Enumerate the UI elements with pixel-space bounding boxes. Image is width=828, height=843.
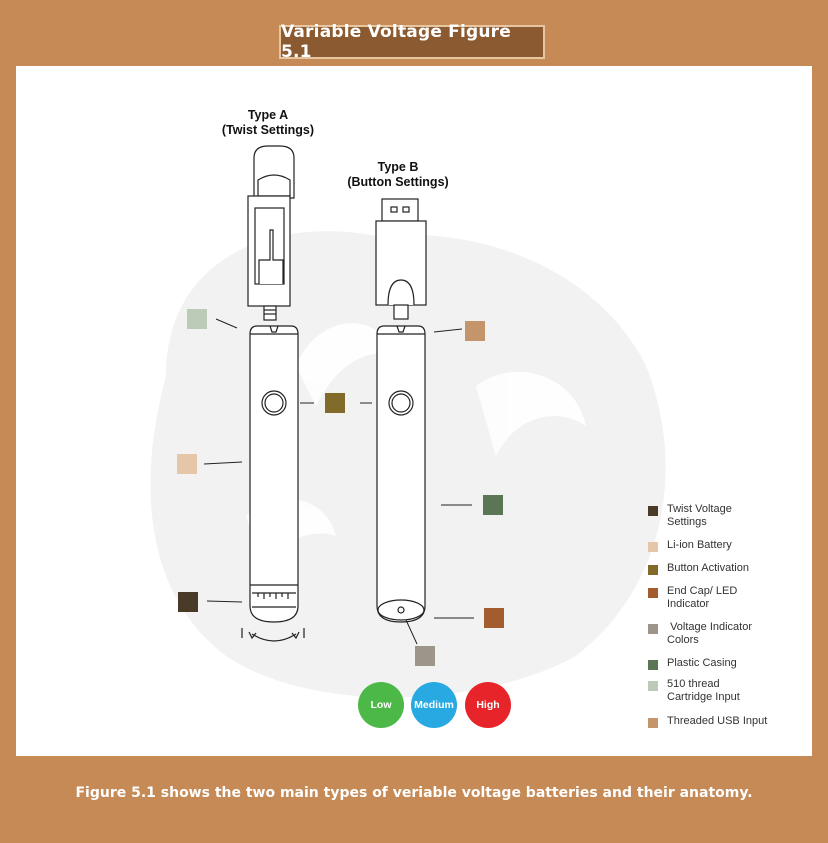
swatch-button-activation xyxy=(325,393,345,413)
legend-swatch xyxy=(648,624,658,634)
legend-item: Threaded USB Input xyxy=(648,715,767,728)
swatch-510-thread xyxy=(187,309,207,329)
swatch-end-cap xyxy=(484,608,504,628)
legend-label: Voltage Indicator Colors xyxy=(667,621,756,646)
voltage-medium-indicator: Medium xyxy=(411,682,457,728)
legend-swatch xyxy=(648,660,658,670)
legend-swatch xyxy=(648,542,658,552)
legend-label: 510 thread Cartridge Input xyxy=(667,678,740,703)
figure-caption: Figure 5.1 shows the two main types of v… xyxy=(75,785,753,801)
voltage-low-indicator: Low xyxy=(358,682,404,728)
legend-label: End Cap/ LED Indicator xyxy=(667,585,738,610)
type-a-battery xyxy=(241,325,305,642)
callout-swatches xyxy=(177,309,504,666)
legend-item: Button Activation xyxy=(648,562,749,575)
callout-lines xyxy=(203,318,474,645)
legend-label: Li-ion Battery xyxy=(667,539,732,551)
legend-swatch xyxy=(648,718,658,728)
legend-item: Twist Voltage Settings xyxy=(648,503,757,529)
swatch-twist-voltage xyxy=(178,592,198,612)
title-banner: Variable Voltage Figure 5.1 xyxy=(279,22,545,62)
legend-item: Plastic Casing xyxy=(648,657,737,670)
type-a-label: Type A (Twist Settings) xyxy=(208,108,328,138)
swatch-threaded-usb xyxy=(465,321,485,341)
legend-item: End Cap/ LED Indicator xyxy=(648,585,752,611)
swatch-plastic-casing xyxy=(483,495,503,515)
legend-swatch xyxy=(648,506,658,516)
legend-label: Button Activation xyxy=(667,562,749,574)
type-a-cartridge xyxy=(247,145,295,321)
legend-label: Threaded USB Input xyxy=(667,715,768,727)
legend-label: Plastic Casing xyxy=(667,657,737,669)
type-b-battery xyxy=(376,325,426,623)
figure-title: Variable Voltage Figure 5.1 xyxy=(281,22,511,62)
legend-swatch xyxy=(648,681,658,691)
type-a-name: Type A xyxy=(247,108,289,122)
type-b-label: Type B (Button Settings) xyxy=(338,160,458,190)
type-a-subtitle: (Twist Settings) xyxy=(221,123,315,137)
voltage-high-indicator: High xyxy=(465,682,511,728)
battery-diagram xyxy=(150,145,666,698)
legend-item: Voltage Indicator Colors xyxy=(648,621,767,647)
swatch-li-ion-battery xyxy=(177,454,197,474)
type-b-usb-charger xyxy=(375,198,427,320)
legend-item: Li-ion Battery xyxy=(648,539,732,552)
caption-banner: Figure 5.1 shows the two main types of v… xyxy=(12,757,816,829)
swatch-voltage-indicator xyxy=(415,646,435,666)
legend-item: 510 thread Cartridge Input xyxy=(648,678,757,704)
legend-swatch xyxy=(648,588,658,598)
type-b-subtitle: (Button Settings) xyxy=(347,175,449,189)
legend-label: Twist Voltage Settings xyxy=(667,503,732,528)
legend-swatch xyxy=(648,565,658,575)
type-b-name: Type B xyxy=(377,160,419,174)
